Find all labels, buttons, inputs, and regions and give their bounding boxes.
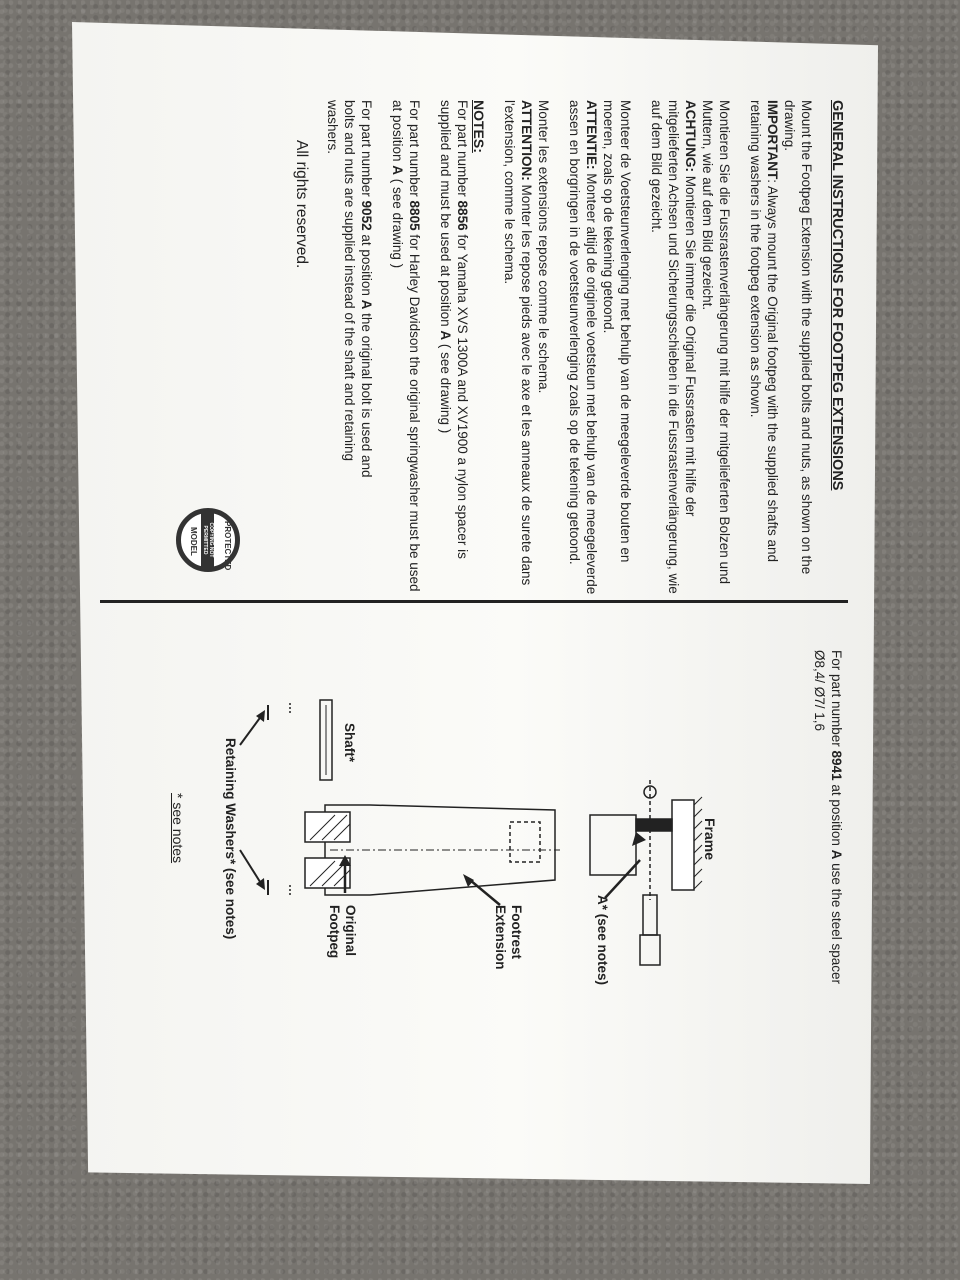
shaft — [319, 699, 333, 781]
instruction-sheet — [72, 22, 878, 1184]
footrest-mount-block — [589, 814, 637, 876]
arrow-a — [604, 859, 641, 899]
spacer-a — [635, 818, 673, 832]
label-shaft: Shaft* — [342, 723, 357, 763]
page-fold-line — [100, 600, 848, 603]
label-see-notes: * see notes — [170, 793, 186, 864]
label-frame: Frame — [702, 818, 718, 861]
arrow-footrest — [469, 879, 501, 906]
frame-plate — [671, 799, 695, 891]
footpeg-extension-body — [324, 804, 556, 896]
mounting-bolt — [642, 894, 658, 936]
label-position-a: A* (see notes) — [595, 895, 610, 986]
frame-hatch — [693, 796, 703, 890]
bolt-head — [639, 934, 661, 966]
original-footpeg-top — [304, 811, 351, 843]
spacer-washer — [643, 785, 657, 799]
arrow-washer-right — [239, 849, 263, 886]
label-retaining-washers: Retaining Washers* (see notes) — [223, 738, 238, 940]
arrow-washer-left — [239, 714, 263, 746]
